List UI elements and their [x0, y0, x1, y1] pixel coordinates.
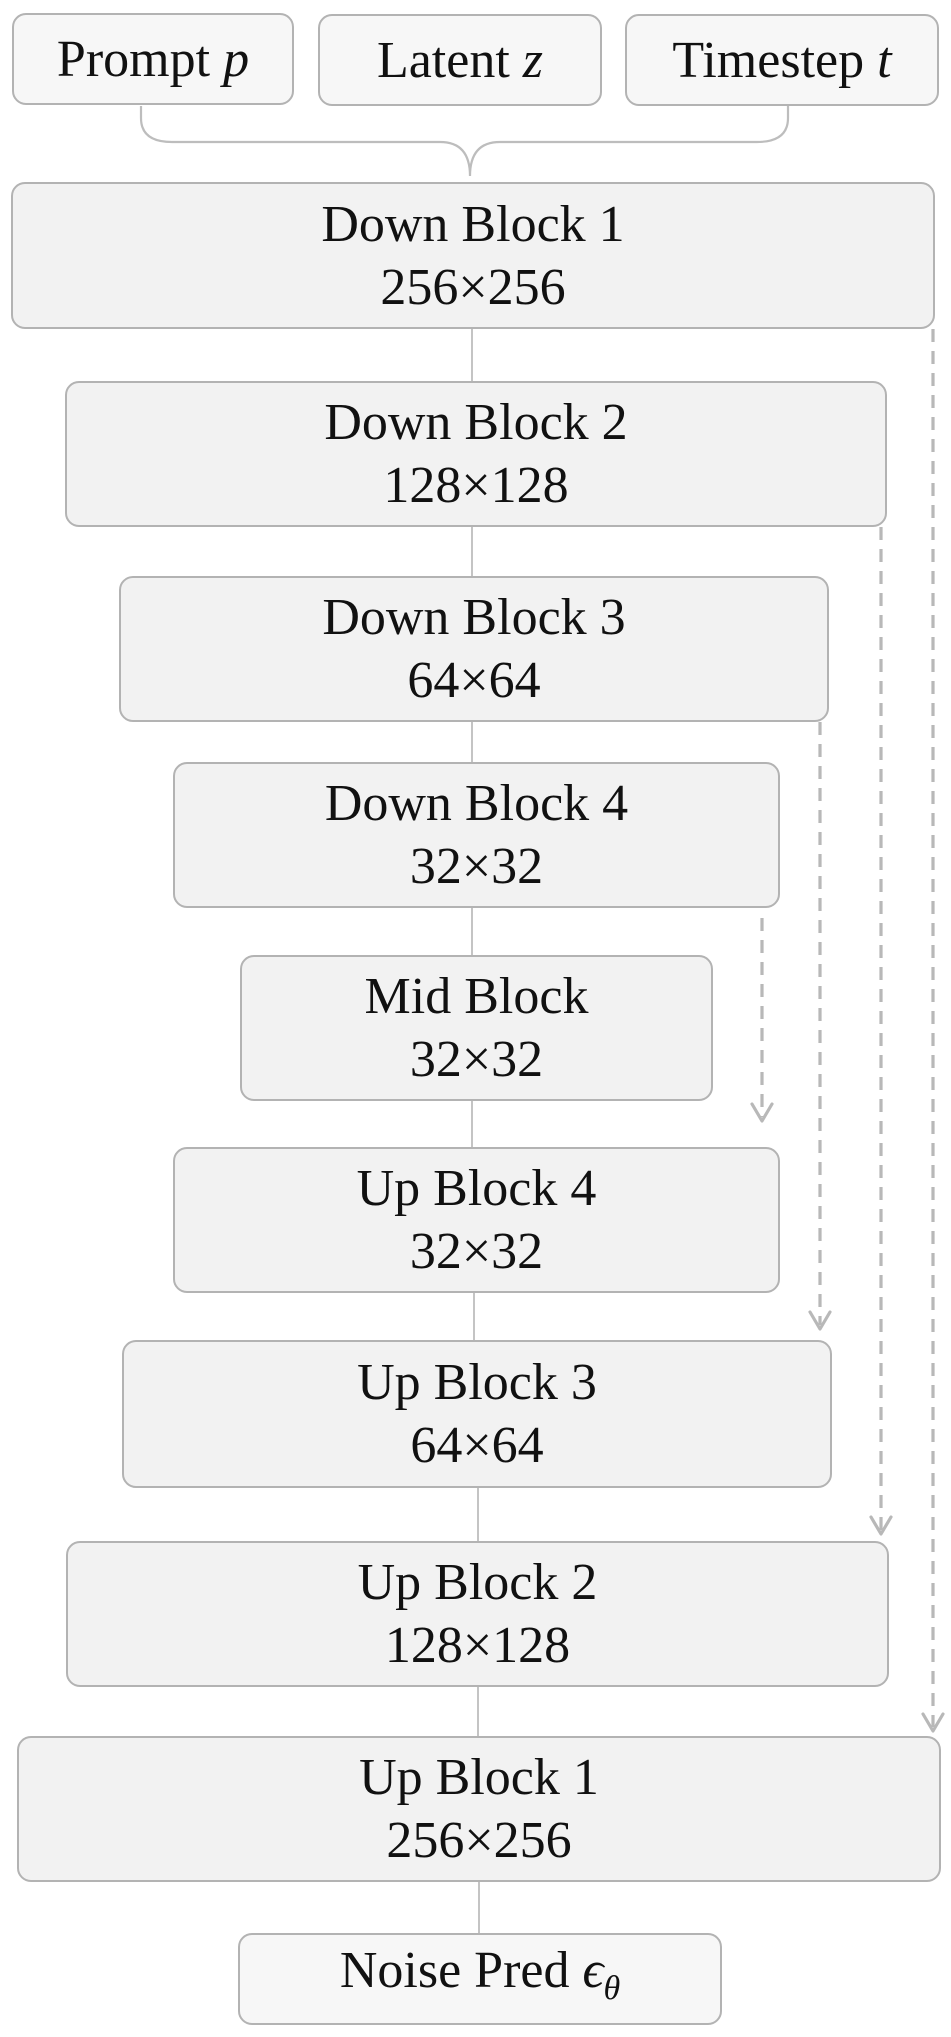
- up-block-3: Up Block 3 64×64: [122, 1340, 832, 1488]
- block-name: Down Block 2: [324, 394, 628, 451]
- block-name: Mid Block: [364, 968, 589, 1025]
- noise-pred-output: Noise Pred ϵθ: [238, 1933, 722, 2025]
- block-resolution: 256×256: [380, 258, 566, 316]
- down-block-4: Down Block 4 32×32: [173, 762, 780, 908]
- block-name: Up Block 2: [357, 1554, 598, 1611]
- mid-block: Mid Block 32×32: [240, 955, 713, 1101]
- block-name: Down Block 1: [321, 195, 625, 253]
- arrowhead-icon: [869, 1515, 893, 1536]
- down-block-3: Down Block 3 64×64: [119, 576, 829, 722]
- input-timestep: Timestep t: [625, 14, 939, 106]
- block-resolution: 64×64: [407, 652, 541, 709]
- block-resolution: 128×128: [384, 1617, 571, 1674]
- down-block-2: Down Block 2 128×128: [65, 381, 887, 527]
- block-name: Down Block 4: [324, 775, 629, 832]
- input-prompt: Prompt p: [12, 13, 294, 105]
- block-name: Up Block 1: [359, 1749, 599, 1806]
- output-label: Noise Pred ϵθ: [339, 1941, 621, 2007]
- block-resolution: 32×32: [409, 838, 544, 895]
- input-latent: Latent z: [318, 14, 602, 106]
- block-resolution: 32×32: [409, 1031, 544, 1088]
- arrowhead-icon: [921, 1712, 945, 1733]
- input-label: Latent z: [376, 31, 544, 89]
- block-resolution: 256×256: [386, 1812, 572, 1869]
- up-block-1: Up Block 1 256×256: [17, 1736, 941, 1882]
- block-resolution: 32×32: [409, 1223, 544, 1280]
- up-block-2: Up Block 2 128×128: [66, 1541, 889, 1687]
- block-resolution: 64×64: [410, 1417, 544, 1474]
- arrowhead-icon: [808, 1310, 832, 1331]
- down-block-1: Down Block 1 256×256: [11, 182, 935, 329]
- input-label: Timestep t: [672, 31, 892, 89]
- block-name: Up Block 4: [356, 1160, 597, 1217]
- arrowhead-icon: [750, 1102, 774, 1123]
- block-name: Down Block 3: [322, 589, 626, 646]
- input-merge-brace: [139, 106, 790, 177]
- input-label: Prompt p: [56, 30, 250, 88]
- block-resolution: 128×128: [383, 457, 569, 514]
- up-block-4: Up Block 4 32×32: [173, 1147, 780, 1293]
- block-name: Up Block 3: [357, 1354, 597, 1411]
